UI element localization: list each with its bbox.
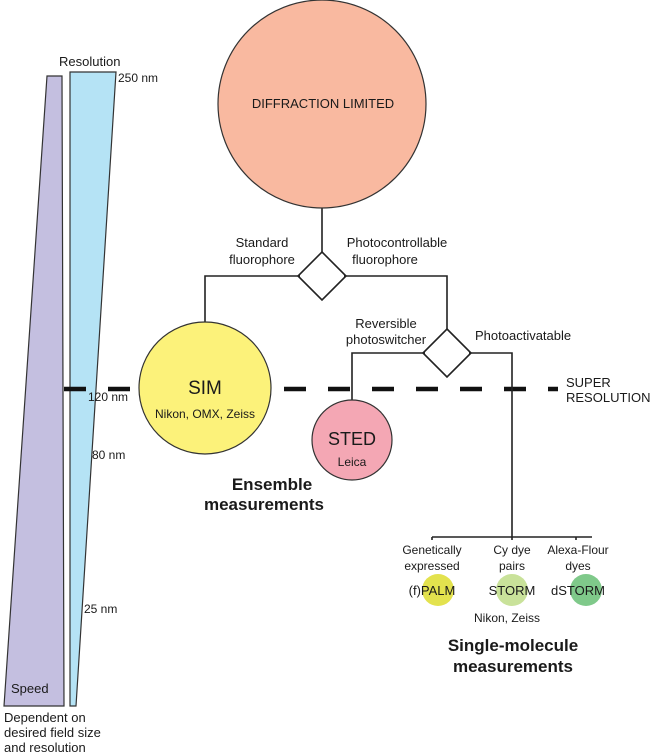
connector-photocontrollable — [344, 275, 448, 329]
method-dstorm: Alexa-Flour dyes dSTORM — [547, 537, 609, 606]
diffraction-limited-label: DIFFRACTION LIMITED — [252, 96, 394, 111]
resolution-wedge — [69, 71, 117, 707]
decision-diamond-fluorophore — [296, 250, 348, 302]
palm-prefix: (f) — [409, 583, 421, 598]
footnote-line-3: and resolution — [4, 740, 86, 755]
dstorm-prefix: d — [551, 583, 558, 598]
standard-label-2: fluorophore — [229, 252, 295, 267]
tick-250: 250 nm — [118, 71, 158, 85]
decision-diamond-photocontrollable — [421, 327, 473, 379]
palm-category-1: Genetically — [402, 543, 461, 557]
speed-label: Speed — [11, 681, 49, 696]
single-molecule-heading-1: Single-molecule — [448, 636, 578, 655]
photocontrollable-label-2: fluorophore — [352, 252, 418, 267]
palm-label: (f)PALM — [409, 583, 456, 598]
single-molecule-heading-2: measurements — [453, 657, 573, 676]
dstorm-category-1: Alexa-Flour — [547, 543, 608, 557]
dstorm-name: STORM — [558, 583, 605, 598]
dstorm-label: dSTORM — [551, 583, 605, 598]
sim-circle — [138, 321, 272, 455]
method-palm: Genetically expressed (f)PALM — [402, 537, 462, 606]
reversible-label-1: Reversible — [355, 316, 416, 331]
storm-label: STORM — [489, 583, 536, 598]
palm-name: PALM — [421, 583, 455, 598]
connector-reversible — [351, 352, 425, 400]
tick-80: 80 nm — [92, 448, 125, 462]
connector-standard — [204, 275, 300, 326]
sim-vendors: Nikon, OMX, Zeiss — [155, 407, 255, 421]
photocontrollable-label-1: Photocontrollable — [347, 235, 447, 250]
sted-title: STED — [328, 429, 376, 449]
standard-label-1: Standard — [236, 235, 289, 250]
method-storm: Cy dye pairs STORM Nikon, Zeiss — [474, 537, 540, 625]
footnote-line-2: desired field size — [4, 725, 101, 740]
dstorm-circle — [570, 574, 602, 606]
photoactivatable-label: Photoactivatable — [475, 328, 571, 343]
storm-circle — [496, 574, 528, 606]
palm-circle — [422, 574, 454, 606]
footnote-line-1: Dependent on — [4, 710, 86, 725]
sted-circle — [311, 399, 393, 481]
connector-photoactivatable — [469, 352, 513, 537]
tick-120: 120 nm — [88, 390, 128, 404]
storm-vendors: Nikon, Zeiss — [474, 611, 540, 625]
tick-25: 25 nm — [84, 602, 117, 616]
reversible-label-2: photoswitcher — [346, 332, 427, 347]
storm-name: STORM — [489, 583, 536, 598]
resolution-label: Resolution — [59, 54, 120, 69]
diffraction-limited-circle — [217, 0, 427, 209]
super-label: SUPER — [566, 375, 611, 390]
dstorm-category-2: dyes — [565, 559, 590, 573]
resolution-super-label: RESOLUTION — [566, 390, 651, 405]
speed-wedge — [3, 75, 65, 707]
storm-category-1: Cy dye — [493, 543, 531, 557]
palm-category-2: expressed — [404, 559, 459, 573]
storm-category-2: pairs — [499, 559, 525, 573]
sim-title: SIM — [188, 378, 222, 399]
ensemble-heading-2: measurements — [204, 495, 324, 514]
ensemble-heading-1: Ensemble — [232, 475, 312, 494]
sted-vendors: Leica — [338, 455, 367, 469]
